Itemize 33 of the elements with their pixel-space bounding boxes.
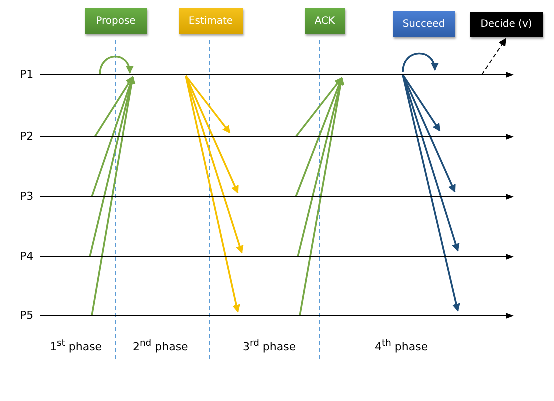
message-arrow [185, 76, 244, 254]
phase-box: Propose [85, 8, 147, 34]
message-arrow [185, 75, 231, 134]
decide-arrow [482, 38, 507, 76]
message-arrow [299, 77, 345, 316]
message-arrow [91, 76, 136, 316]
phase-box: Decide (v) [470, 12, 543, 37]
message-arrow [89, 76, 136, 258]
phase-box: Succeed [393, 11, 455, 37]
message-arrow [91, 76, 135, 198]
process-label: P3 [20, 189, 34, 205]
message-arrow [185, 76, 240, 313]
message-arrow [295, 77, 344, 198]
process-label: P5 [20, 308, 34, 324]
message-arrow [185, 76, 239, 194]
message-arrow [94, 76, 134, 138]
message-arrow [402, 74, 456, 193]
process-label: P4 [20, 249, 34, 265]
process-label: P1 [20, 67, 34, 83]
message-arrow [402, 74, 460, 312]
phase-box: Estimate [179, 8, 243, 34]
phase-label: 1$^{st}$ phase [50, 338, 102, 354]
phase-label: 2$^{nd}$ phase [133, 338, 188, 354]
message-arrow [295, 77, 343, 138]
message-arrow [99, 56, 134, 76]
process-label: P2 [20, 129, 34, 145]
message-arrow [297, 77, 344, 258]
phase-box: ACK [305, 8, 345, 34]
message-arrow [402, 74, 460, 252]
phase-label: 4$^{th}$ phase [375, 338, 428, 354]
message-arrow [402, 52, 438, 72]
message-arrow [402, 74, 441, 132]
phase-label: 3$^{rd}$ phase [243, 338, 296, 354]
